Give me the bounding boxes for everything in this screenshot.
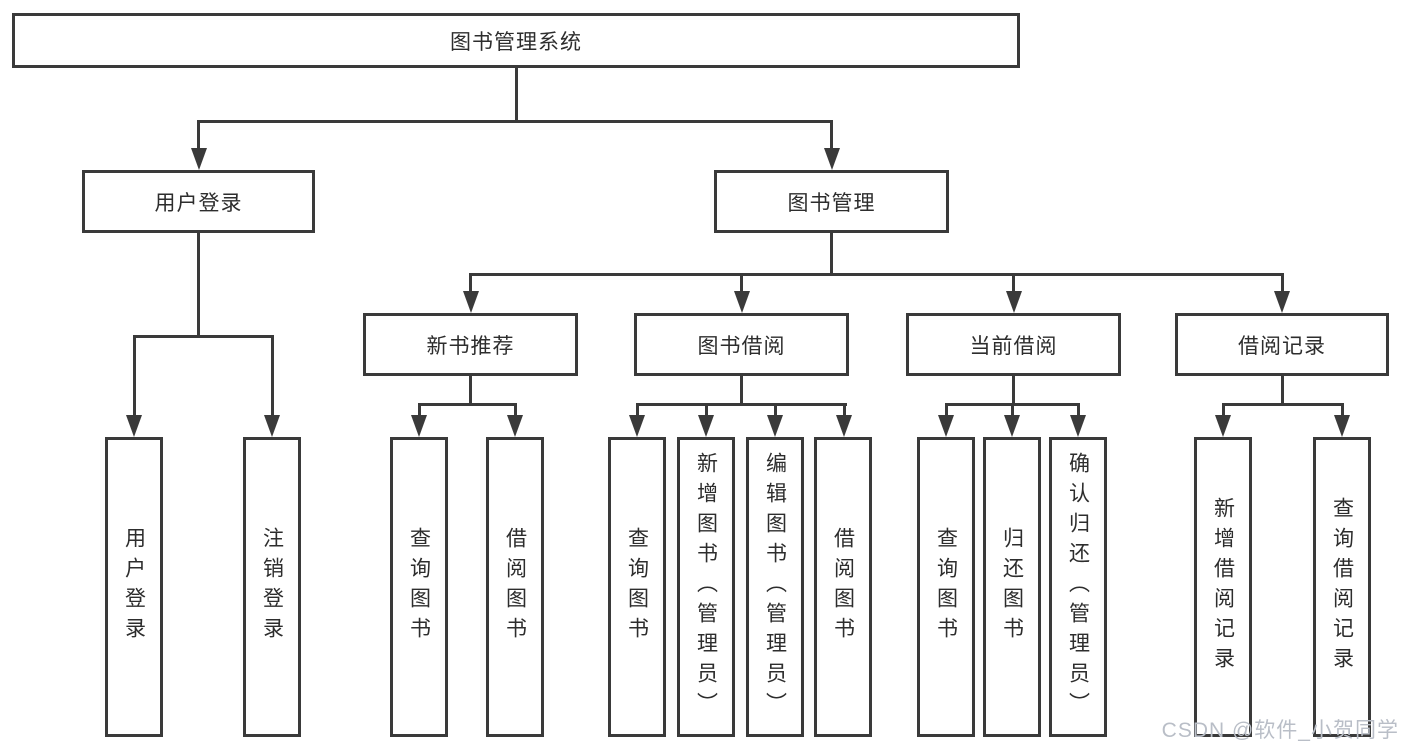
leaf-label: 编辑图书（管理员） bbox=[763, 452, 787, 722]
leaf-label: 注销登录 bbox=[260, 527, 284, 647]
leaf-borrow-books-recommend: 借阅图书 bbox=[486, 437, 544, 737]
leaf-query-books-borrow: 查询图书 bbox=[608, 437, 666, 737]
leaf-user-login: 用户登录 bbox=[105, 437, 163, 737]
connector-userlogin-branch bbox=[132, 335, 274, 338]
leaf-label: 借阅图书 bbox=[503, 527, 527, 647]
connector-stub-leaf bbox=[513, 403, 517, 419]
arrowhead-icon bbox=[1005, 291, 1022, 313]
arrowhead-icon bbox=[264, 415, 280, 437]
node-library-management-system: 图书管理系统 bbox=[12, 13, 1020, 68]
connector-stub-level3 bbox=[1012, 273, 1015, 295]
connector-stub-book-management bbox=[830, 120, 833, 150]
connector-root-branch bbox=[197, 120, 833, 123]
connector-stub-leaf bbox=[842, 403, 846, 419]
leaf-confirm-return-admin: 确认归还（管理员） bbox=[1049, 437, 1107, 737]
connector-stub-leaf bbox=[270, 335, 274, 417]
leaf-label: 确认归还（管理员） bbox=[1066, 452, 1090, 722]
node-book-management: 图书管理 bbox=[714, 170, 949, 233]
connector-stub-leaf bbox=[1221, 403, 1225, 419]
connector-stub-leaf bbox=[132, 335, 136, 417]
arrowhead-icon bbox=[1070, 415, 1086, 437]
connector-bookmgmt-branch bbox=[469, 273, 1283, 276]
leaf-label: 借阅图书 bbox=[831, 527, 855, 647]
leaf-edit-books-admin: 编辑图书（管理员） bbox=[746, 437, 804, 737]
node-borrowing-records: 借阅记录 bbox=[1175, 313, 1389, 376]
connector-stub-leaf bbox=[1340, 403, 1344, 419]
csdn-watermark: CSDN @软件_小贺同学 bbox=[1161, 719, 1399, 742]
connector-borrowing-drop bbox=[740, 376, 743, 406]
connector-stub-level3 bbox=[1280, 273, 1284, 295]
connector-stub-leaf bbox=[1010, 403, 1014, 419]
arrowhead-icon bbox=[767, 415, 783, 437]
leaf-query-borrow-record: 查询借阅记录 bbox=[1313, 437, 1371, 737]
arrowhead-icon bbox=[698, 415, 714, 437]
leaf-label: 用户登录 bbox=[122, 527, 146, 647]
leaf-borrow-books: 借阅图书 bbox=[814, 437, 872, 737]
connector-recommend-drop bbox=[469, 376, 472, 406]
node-current-borrowing: 当前借阅 bbox=[906, 313, 1121, 376]
node-user-login: 用户登录 bbox=[82, 170, 315, 233]
leaf-label: 查询图书 bbox=[934, 527, 958, 647]
connector-stub-leaf bbox=[773, 403, 777, 419]
node-new-book-recommendation: 新书推荐 bbox=[363, 313, 578, 376]
arrowhead-icon bbox=[1274, 291, 1290, 313]
connector-records-drop bbox=[1280, 376, 1284, 406]
arrowhead-icon bbox=[411, 415, 427, 437]
leaf-add-books-admin: 新增图书（管理员） bbox=[677, 437, 735, 737]
connector-stub-leaf bbox=[417, 403, 421, 419]
leaf-label: 归还图书 bbox=[1000, 527, 1024, 647]
connector-current-drop bbox=[1012, 376, 1015, 406]
connector-stub-level3 bbox=[740, 273, 743, 295]
arrowhead-icon bbox=[126, 415, 142, 437]
arrowhead-icon bbox=[629, 415, 645, 437]
leaf-add-borrow-record: 新增借阅记录 bbox=[1194, 437, 1252, 737]
connector-root-drop bbox=[514, 68, 518, 122]
connector-recommend-branch bbox=[417, 403, 517, 406]
arrowhead-icon bbox=[733, 291, 750, 313]
arrowhead-icon bbox=[190, 148, 207, 170]
connector-stub-leaf bbox=[635, 403, 639, 419]
arrowhead-icon bbox=[836, 415, 852, 437]
leaf-label: 查询图书 bbox=[625, 527, 649, 647]
leaf-label: 新增图书（管理员） bbox=[694, 452, 718, 722]
connector-stub-leaf bbox=[704, 403, 708, 419]
leaf-return-books: 归还图书 bbox=[983, 437, 1041, 737]
leaf-label: 新增借阅记录 bbox=[1211, 497, 1235, 677]
connector-stub-leaf bbox=[1076, 403, 1080, 419]
leaf-label: 查询借阅记录 bbox=[1330, 497, 1354, 677]
arrowhead-icon bbox=[462, 291, 479, 313]
arrowhead-icon bbox=[1334, 415, 1350, 437]
leaf-logout: 注销登录 bbox=[243, 437, 301, 737]
arrowhead-icon bbox=[1004, 415, 1020, 437]
connector-userlogin-drop bbox=[197, 233, 200, 338]
arrowhead-icon bbox=[1215, 415, 1231, 437]
arrowhead-icon bbox=[507, 415, 523, 437]
arrowhead-icon bbox=[823, 148, 840, 170]
connector-stub-level3 bbox=[469, 273, 472, 295]
connector-records-branch bbox=[1221, 403, 1344, 406]
connector-stub-user-login bbox=[197, 120, 200, 150]
arrowhead-icon bbox=[938, 415, 954, 437]
node-book-borrowing: 图书借阅 bbox=[634, 313, 849, 376]
connector-borrowing-branch bbox=[635, 403, 847, 406]
connector-stub-leaf bbox=[944, 403, 948, 419]
leaf-query-books-current: 查询图书 bbox=[917, 437, 975, 737]
connector-bookmgmt-drop bbox=[830, 233, 833, 276]
leaf-label: 查询图书 bbox=[407, 527, 431, 647]
leaf-query-books-recommend: 查询图书 bbox=[390, 437, 448, 737]
